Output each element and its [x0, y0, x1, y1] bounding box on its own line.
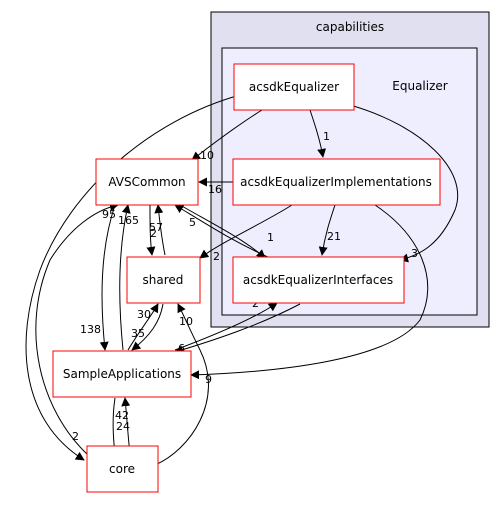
edge-eq-ifaces[interactable] [349, 104, 459, 263]
edge-label-impl-sample: 9 [205, 373, 212, 386]
node-acsdkEqualizerInterfaces-label: acsdkEqualizerInterfaces [243, 273, 393, 287]
node-AVSCommon-label: AVSCommon [108, 175, 185, 189]
edge-core-shared[interactable] [154, 303, 209, 466]
edge-label-impl-ifaces: 21 [327, 230, 341, 243]
node-shared-label: shared [143, 273, 184, 287]
node-acsdkEqualizerImplementations-label: acsdkEqualizerImplementations [240, 175, 432, 189]
node-SampleApplications[interactable]: SampleApplications [52, 350, 192, 398]
edge-label-ifaces-avs: 5 [189, 216, 196, 229]
edge-sample-ifaces[interactable] [174, 302, 278, 351]
node-acsdkEqualizer[interactable]: acsdkEqualizer [233, 63, 355, 111]
node-acsdkEqualizerInterfaces[interactable]: acsdkEqualizerInterfaces [232, 256, 405, 304]
node-core-label: core [109, 462, 135, 476]
edge-eq-core[interactable] [25, 94, 241, 461]
edge-label-sample-core: 24 [116, 420, 130, 433]
edge-label-avs-core: 2 [72, 430, 79, 443]
edge-avs-sample[interactable] [99, 204, 116, 351]
edge-eq-impl[interactable] [309, 109, 327, 158]
edge-label-avs-shared: 2 [150, 227, 157, 240]
edge-label-avs-ifaces: 1 [267, 231, 274, 244]
node-SampleApplications-label: SampleApplications [63, 367, 181, 381]
node-shared[interactable]: shared [126, 256, 201, 304]
edge-impl-sample[interactable] [190, 204, 429, 380]
edge-label-shared-sample: 35 [131, 327, 145, 340]
edge-label-core-avs: 95 [102, 208, 116, 221]
edge-labels: 10 1 3 16 2 21 9 5 1 6 2 57 2 165 138 30… [72, 130, 418, 443]
edge-label-avs-sample: 138 [80, 323, 101, 336]
edge-ifaces-sample[interactable] [174, 303, 301, 354]
edge-label-eq-avs: 10 [200, 149, 214, 162]
edge-label-ifaces-sample: 6 [178, 342, 185, 355]
edge-label-eq-ifaces: 3 [411, 247, 418, 260]
edge-sample-shared[interactable] [127, 303, 159, 351]
cluster-capabilities-label: capabilities [316, 20, 384, 34]
edge-label-core-shared: 10 [179, 315, 193, 328]
edge-label-core-sample: 42 [115, 409, 129, 422]
node-acsdkEqualizerImplementations[interactable]: acsdkEqualizerImplementations [232, 158, 441, 206]
edge-label-impl-shared: 2 [213, 250, 220, 263]
edge-shared-avs[interactable] [154, 204, 166, 256]
edge-label-sample-shared: 30 [137, 308, 151, 321]
edge-label-sample-avs: 165 [118, 214, 139, 227]
edge-impl-shared[interactable] [199, 204, 293, 259]
edge-eq-avs[interactable] [191, 109, 263, 161]
node-acsdkEqualizer-label: acsdkEqualizer [249, 80, 339, 94]
edge-shared-sample[interactable] [131, 303, 164, 351]
cluster-equalizer-label: Equalizer [392, 79, 448, 93]
edge-label-shared-avs: 57 [149, 221, 163, 234]
edges [25, 94, 459, 466]
edge-label-impl-avs: 16 [208, 183, 222, 196]
edge-impl-ifaces[interactable] [318, 204, 336, 256]
node-core[interactable]: core [86, 445, 159, 493]
node-AVSCommon[interactable]: AVSCommon [95, 158, 199, 206]
edge-avs-ifaces[interactable] [179, 204, 266, 259]
edge-sample-avs[interactable] [119, 204, 131, 351]
edge-core-avs[interactable] [35, 202, 119, 456]
edge-label-eq-impl: 1 [323, 130, 330, 143]
edge-avs-shared[interactable] [146, 204, 156, 256]
